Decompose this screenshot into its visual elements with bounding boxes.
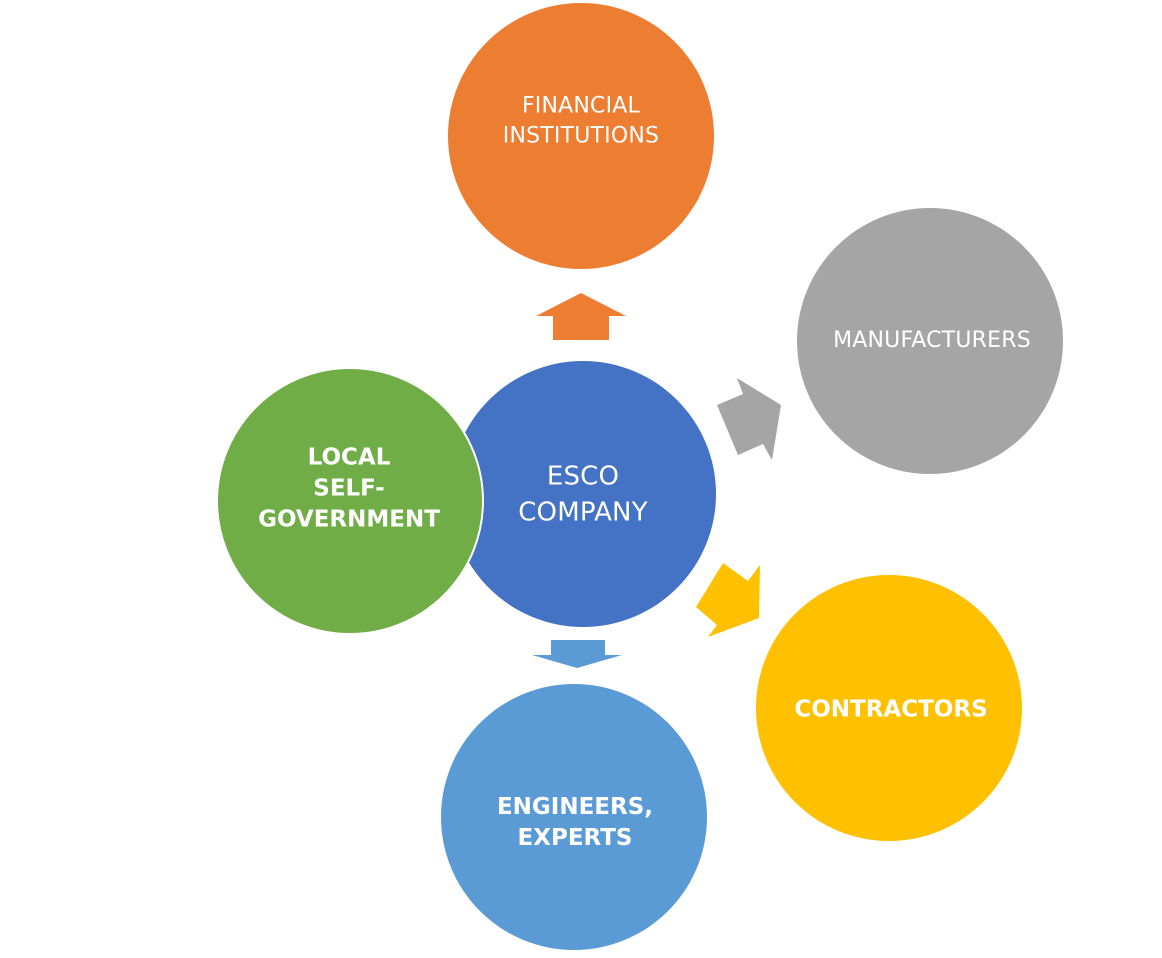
label-line: FINANCIAL <box>521 93 641 119</box>
label-line: ESCO <box>546 461 620 492</box>
node-contractors-label: CONTRACTORS <box>758 694 1024 725</box>
label-line: EXPERTS <box>517 825 633 851</box>
label-line: GOVERNMENT <box>258 506 440 533</box>
label-line: SELF- <box>313 475 385 502</box>
node-engineers-circle[interactable] <box>441 684 707 950</box>
node-contractors-circle[interactable] <box>756 575 1022 841</box>
node-local-gov-circle[interactable] <box>216 367 484 635</box>
node-engineers-label: ENGINEERS, EXPERTS <box>442 792 708 854</box>
node-esco-circle[interactable] <box>450 361 716 627</box>
node-financial-label: FINANCIAL INSTITUTIONS <box>448 91 714 150</box>
arrow-to-contractors <box>696 563 760 637</box>
node-manufacturers-label: MANUFACTURERS <box>799 326 1065 356</box>
label-line: ENGINEERS, <box>496 793 654 820</box>
arrow-to-financial <box>536 293 626 340</box>
label-line: CONTRACTORS <box>794 696 988 723</box>
node-local-gov-label: LOCAL SELF- GOVERNMENT <box>216 442 482 535</box>
label-line: MANUFACTURERS <box>833 328 1031 354</box>
node-manufacturers-circle[interactable] <box>797 208 1063 474</box>
arrow-to-manufacturers <box>717 378 781 460</box>
node-esco-label: ESCO COMPANY <box>450 459 716 532</box>
label-line: LOCAL <box>307 444 391 471</box>
arrow-to-engineers <box>532 640 622 668</box>
node-financial-circle[interactable] <box>448 3 714 269</box>
label-line: COMPANY <box>518 498 648 528</box>
label-line: INSTITUTIONS <box>502 123 660 148</box>
